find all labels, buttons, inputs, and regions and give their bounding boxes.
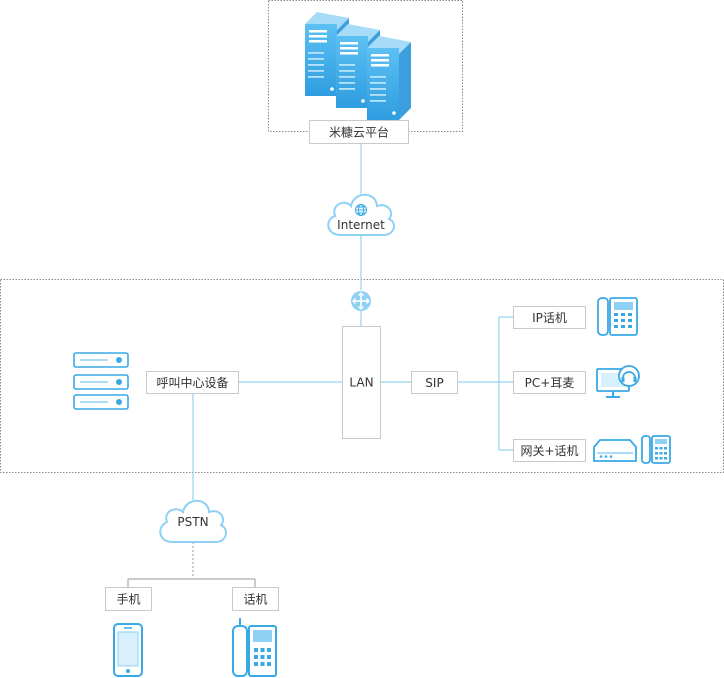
router-icon <box>351 291 371 311</box>
telephone-label: 话机 <box>243 593 267 607</box>
mobile-label-box: 手机 <box>105 587 152 611</box>
endpoint-pc-headset: PC+耳麦 <box>513 371 586 394</box>
rack-server-icon <box>73 352 129 410</box>
mobile-phone-icon <box>113 623 143 677</box>
gateway-phone-label: 网关+话机 <box>520 444 578 458</box>
globe-icon <box>355 204 367 216</box>
call-center-box: 呼叫中心设备 <box>146 371 239 394</box>
internet-cloud: Internet <box>327 193 395 236</box>
connection-lines <box>127 144 513 587</box>
cloud-platform-label-box: 米糠云平台 <box>309 120 409 144</box>
pstn-label: PSTN <box>177 515 208 529</box>
sip-box: SIP <box>411 371 458 394</box>
desk-phone-icon <box>597 297 638 336</box>
pc-headset-icon <box>596 365 640 398</box>
cloud-platform-label: 米糠云平台 <box>329 125 389 140</box>
lan-label: LAN <box>349 376 373 390</box>
endpoint-ip-phone: IP话机 <box>513 306 586 329</box>
telephone-label-box: 话机 <box>232 587 279 611</box>
endpoint-gateway-phone: 网关+话机 <box>513 439 586 462</box>
sip-label: SIP <box>425 376 443 390</box>
lan-box: LAN <box>342 326 381 439</box>
ip-phone-label: IP话机 <box>532 311 567 325</box>
mobile-label: 手机 <box>116 593 140 607</box>
gateway-phone-icon <box>593 435 671 464</box>
server-cluster-icon <box>305 12 411 120</box>
call-center-label: 呼叫中心设备 <box>156 375 228 390</box>
pstn-cloud: PSTN <box>159 499 228 543</box>
telephone-icon <box>232 618 277 677</box>
pc-headset-label: PC+耳麦 <box>525 376 575 390</box>
cloud-platform-frame <box>268 0 463 132</box>
internet-label: Internet <box>337 218 385 232</box>
